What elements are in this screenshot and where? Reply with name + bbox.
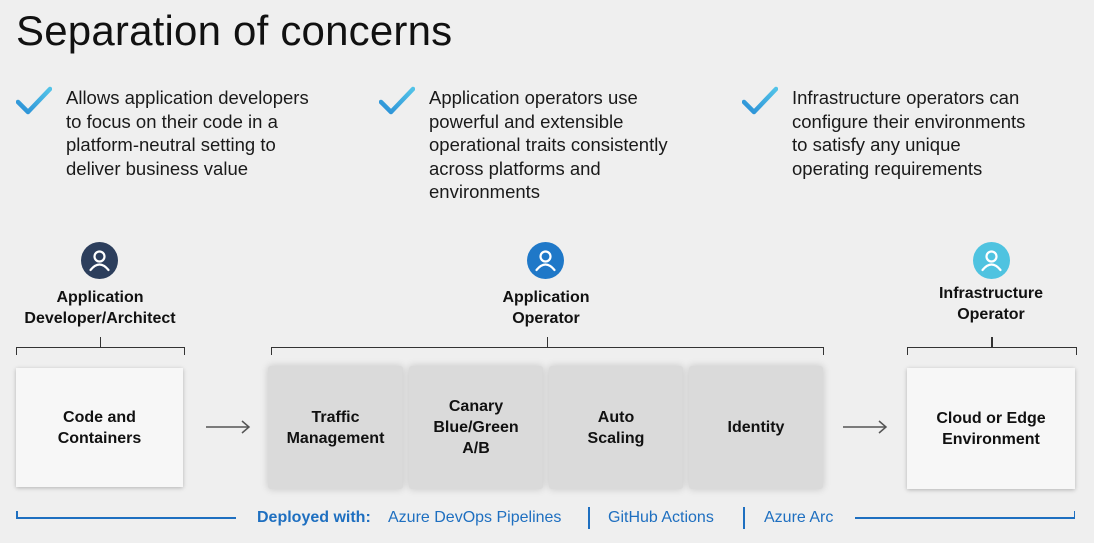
role-line: Operator [512,310,580,327]
infra-bracket [907,337,1077,355]
box-line: Blue/Green [433,419,519,436]
code-containers-box: Code and Containers [16,368,183,487]
role-line: Operator [957,306,1025,323]
checkmark-icon [379,86,415,115]
identity-box: Identity [689,366,823,489]
bullet-text: Allows application developers to focus o… [66,87,309,179]
bullet-developers: Allows application developers to focus o… [16,86,316,180]
role-line: Application [56,289,144,306]
box-line: Containers [57,429,142,447]
footer-item-azure-devops: Azure DevOps Pipelines [388,509,562,526]
role-infra: Infrastructure Operator [911,283,1071,325]
role-line: Application [502,289,590,306]
box-line: Environment [942,430,1040,448]
role-developer: Application Developer/Architect [20,287,180,329]
box-line: Scaling [587,429,645,447]
deployed-with-label: Deployed with: [257,509,371,526]
box-line: Canary [448,398,504,415]
operator-bracket [271,337,824,355]
role-line: Infrastructure [938,285,1044,302]
footer-item-azure-arc: Azure Arc [764,509,834,526]
auto-scaling-box: Auto Scaling [549,366,683,489]
box-line: Traffic [311,408,360,426]
arrow-right-icon [843,420,888,434]
deploy-line-right [855,511,1075,519]
box-line: Cloud or Edge [936,409,1046,427]
bullet-text: Application operators use powerful and e… [429,87,668,202]
footer-separator [743,507,745,529]
operator-avatar-icon [527,242,564,279]
canary-box: Canary Blue/Green A/B [409,366,543,489]
box-line: Identity [727,419,785,436]
cloud-edge-box: Cloud or Edge Environment [907,368,1075,489]
role-operator: Application Operator [466,287,626,329]
infra-avatar-icon [973,242,1010,279]
bullet-operators: Application operators use powerful and e… [379,86,679,204]
box-line: A/B [462,440,490,457]
role-line: Developer/Architect [24,310,176,327]
bullet-text: Infrastructure operators can configure t… [792,87,1026,179]
developer-avatar-icon [81,242,118,279]
checkmark-icon [16,86,52,115]
footer-item-github-actions: GitHub Actions [608,509,714,526]
page-title: Separation of concerns [16,7,453,54]
traffic-management-box: Traffic Management [268,366,403,489]
box-line: Management [286,429,385,447]
box-line: Code and [63,408,136,426]
bullet-infrastructure: Infrastructure operators can configure t… [742,86,1042,180]
arrow-right-icon [206,420,251,434]
box-line: Auto [597,408,635,426]
developer-bracket [16,337,185,355]
footer-separator [588,507,590,529]
checkmark-icon [742,86,778,115]
deploy-line-left [16,511,236,519]
